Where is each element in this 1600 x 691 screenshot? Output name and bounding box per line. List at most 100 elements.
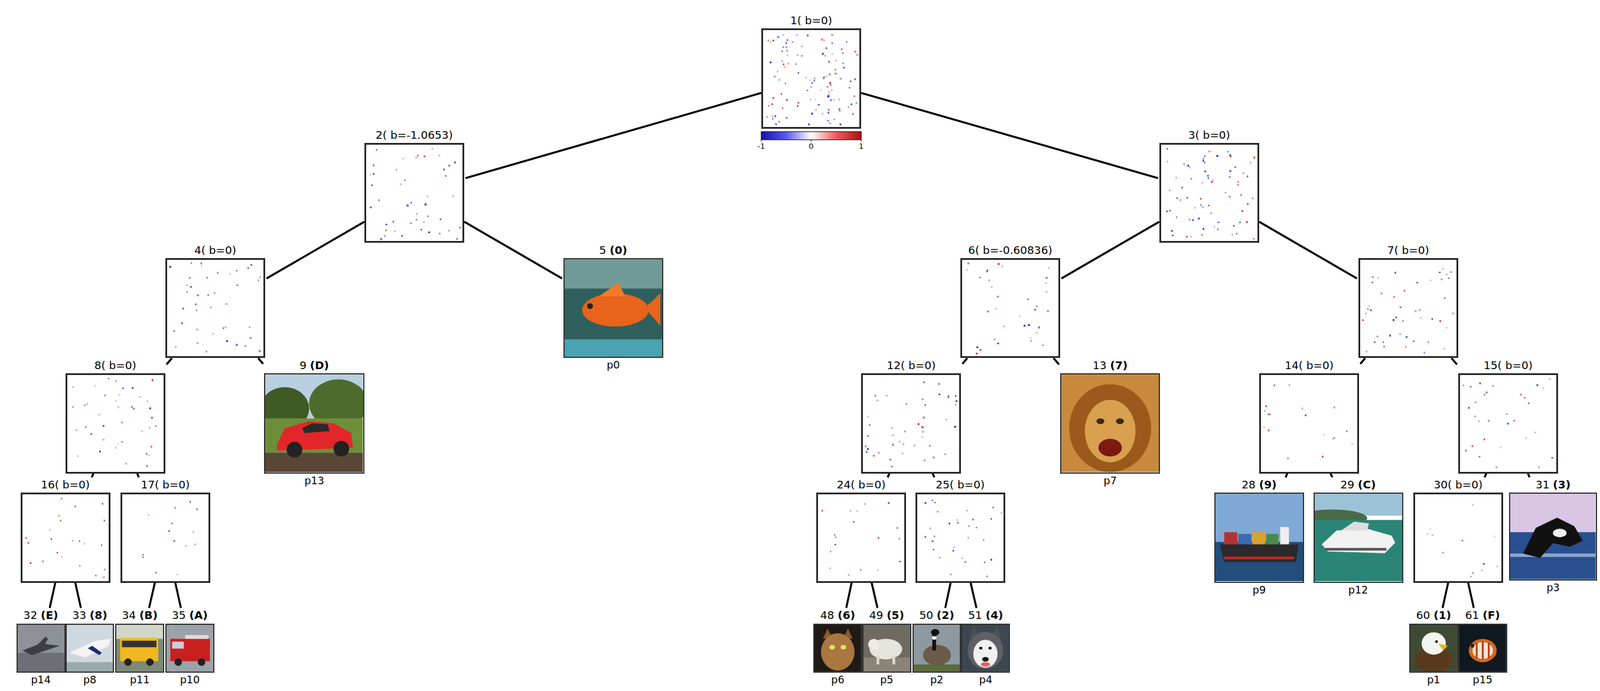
weight-dot bbox=[1047, 267, 1050, 269]
weight-dot bbox=[50, 538, 52, 541]
weight-dot bbox=[782, 46, 785, 48]
weight-dot bbox=[889, 458, 892, 461]
weight-dot bbox=[807, 123, 810, 126]
split-node: 30( b=0) bbox=[1413, 478, 1504, 583]
weight-dot bbox=[921, 436, 924, 438]
weight-dot bbox=[98, 414, 100, 416]
heatmap bbox=[818, 494, 905, 581]
node-heading: 34 (B) bbox=[121, 608, 158, 622]
node-heading: 24( b=0) bbox=[836, 478, 886, 491]
weight-dot bbox=[117, 442, 119, 445]
weight-dot bbox=[831, 53, 834, 55]
picture-shape bbox=[1510, 554, 1596, 558]
weight-dot bbox=[961, 558, 964, 560]
weight-dot bbox=[1000, 512, 1002, 515]
weight-dot bbox=[155, 572, 157, 575]
tree-branch bbox=[1484, 473, 1487, 478]
prototype-id: p3 bbox=[1546, 581, 1560, 594]
weight-dot bbox=[1226, 151, 1229, 153]
colorbar-tick bbox=[861, 139, 862, 142]
weight-dot bbox=[248, 326, 250, 329]
weight-dot bbox=[829, 84, 832, 87]
weight-dot bbox=[369, 206, 372, 209]
weight-dot bbox=[1213, 225, 1215, 228]
weight-dot bbox=[1030, 340, 1032, 342]
node-heading: 14( b=0) bbox=[1284, 359, 1334, 372]
weight-map bbox=[816, 492, 907, 583]
split-node: 6( b=-0.60836) bbox=[960, 243, 1061, 359]
weight-dot bbox=[1201, 157, 1204, 160]
prototype-image bbox=[813, 623, 863, 673]
leaf-node: 28 (9)p9 bbox=[1214, 478, 1305, 596]
node-heading: 17( b=0) bbox=[140, 478, 190, 491]
picture-shape bbox=[1215, 542, 1303, 582]
weight-dot bbox=[1201, 181, 1204, 184]
picture-shape bbox=[644, 293, 660, 327]
weight-dot bbox=[872, 455, 875, 457]
picture-shape bbox=[1459, 624, 1507, 672]
weight-dot bbox=[781, 60, 784, 63]
tree-branch bbox=[846, 582, 852, 609]
weight-dot bbox=[1206, 174, 1209, 177]
weight-dot bbox=[1361, 319, 1364, 321]
weight-dot bbox=[825, 76, 828, 78]
picture-shape bbox=[36, 636, 48, 647]
tree-branch bbox=[1061, 222, 1160, 279]
picture-shape bbox=[116, 624, 164, 640]
weight-dot bbox=[1204, 170, 1207, 173]
weight-dot bbox=[833, 99, 836, 101]
weight-dot bbox=[121, 441, 123, 443]
weight-dot bbox=[1211, 179, 1214, 182]
picture bbox=[1510, 493, 1596, 580]
prototype-image bbox=[16, 623, 66, 673]
weight-dot bbox=[841, 49, 843, 51]
weight-dot bbox=[102, 425, 104, 428]
weight-dot bbox=[847, 106, 850, 109]
picture-shape bbox=[820, 633, 855, 671]
weight-dot bbox=[83, 542, 86, 545]
picture-shape bbox=[988, 646, 993, 650]
weight-dot bbox=[1166, 147, 1168, 150]
weight-dot bbox=[1217, 221, 1220, 224]
picture-shape bbox=[1472, 642, 1494, 659]
weight-dot bbox=[1351, 444, 1353, 446]
weight-dot bbox=[98, 451, 101, 453]
prototype-id: p6 bbox=[831, 673, 845, 686]
weight-dot bbox=[1027, 298, 1029, 301]
weight-dot bbox=[1519, 393, 1522, 396]
weight-dot bbox=[1045, 277, 1048, 279]
weight-dot bbox=[896, 528, 899, 530]
weight-dot bbox=[852, 521, 855, 524]
weight-dot bbox=[1493, 535, 1495, 538]
weight-dot bbox=[767, 105, 769, 107]
weight-dot bbox=[1286, 457, 1289, 460]
weight-dot bbox=[810, 82, 813, 85]
weight-dot bbox=[131, 387, 134, 390]
class-label: (F) bbox=[1482, 608, 1501, 622]
weight-dot bbox=[103, 519, 105, 522]
weight-dot bbox=[1429, 279, 1432, 281]
weight-dot bbox=[100, 544, 102, 546]
prototype-image bbox=[563, 258, 664, 358]
weight-dot bbox=[838, 110, 841, 113]
picture bbox=[66, 624, 114, 672]
weight-dot bbox=[1469, 386, 1472, 388]
weight-dot bbox=[828, 73, 831, 76]
node-number: 48 bbox=[820, 608, 838, 622]
weight-dot bbox=[120, 421, 123, 424]
weight-dot bbox=[399, 183, 402, 185]
weight-dot bbox=[27, 542, 29, 544]
weight-dot bbox=[983, 561, 986, 563]
picture-shape bbox=[1224, 556, 1295, 560]
node-heading: 31 (3) bbox=[1535, 478, 1571, 491]
weight-dot bbox=[772, 40, 775, 42]
node-heading: 49 (5) bbox=[869, 608, 905, 622]
weight-dot bbox=[1207, 150, 1210, 153]
weight-dot bbox=[887, 502, 890, 505]
weight-dot bbox=[1412, 340, 1415, 343]
picture-shape bbox=[876, 655, 880, 665]
weight-dot bbox=[1542, 387, 1545, 390]
weight-dot bbox=[72, 406, 74, 408]
weight-dot bbox=[842, 62, 845, 65]
weight-dot bbox=[823, 40, 825, 42]
